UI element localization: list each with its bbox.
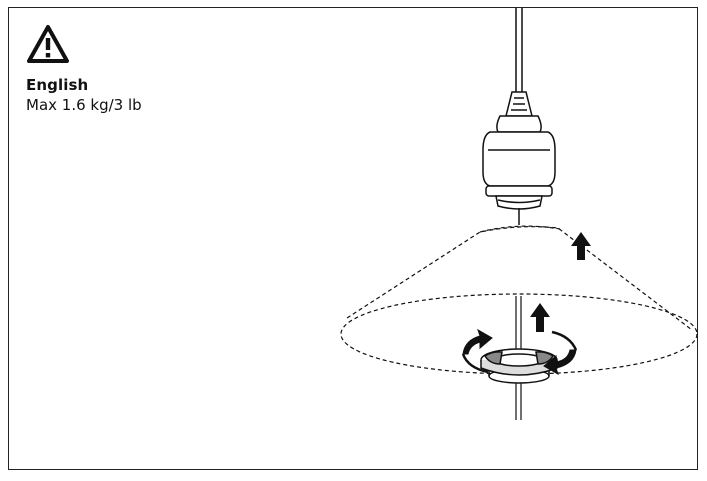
lamp-cable bbox=[515, 8, 523, 92]
instruction-frame bbox=[8, 7, 698, 470]
lamp-shade-outline bbox=[340, 225, 698, 375]
rotate-arrow-icon bbox=[461, 328, 578, 376]
shade-ring-icon bbox=[480, 348, 558, 384]
lamp-socket-icon bbox=[482, 91, 556, 225]
language-heading: English bbox=[26, 76, 89, 94]
warning-triangle-icon bbox=[27, 25, 69, 63]
up-arrow-icon bbox=[530, 232, 591, 332]
max-load-text: Max 1.6 kg/3 lb bbox=[26, 96, 142, 114]
